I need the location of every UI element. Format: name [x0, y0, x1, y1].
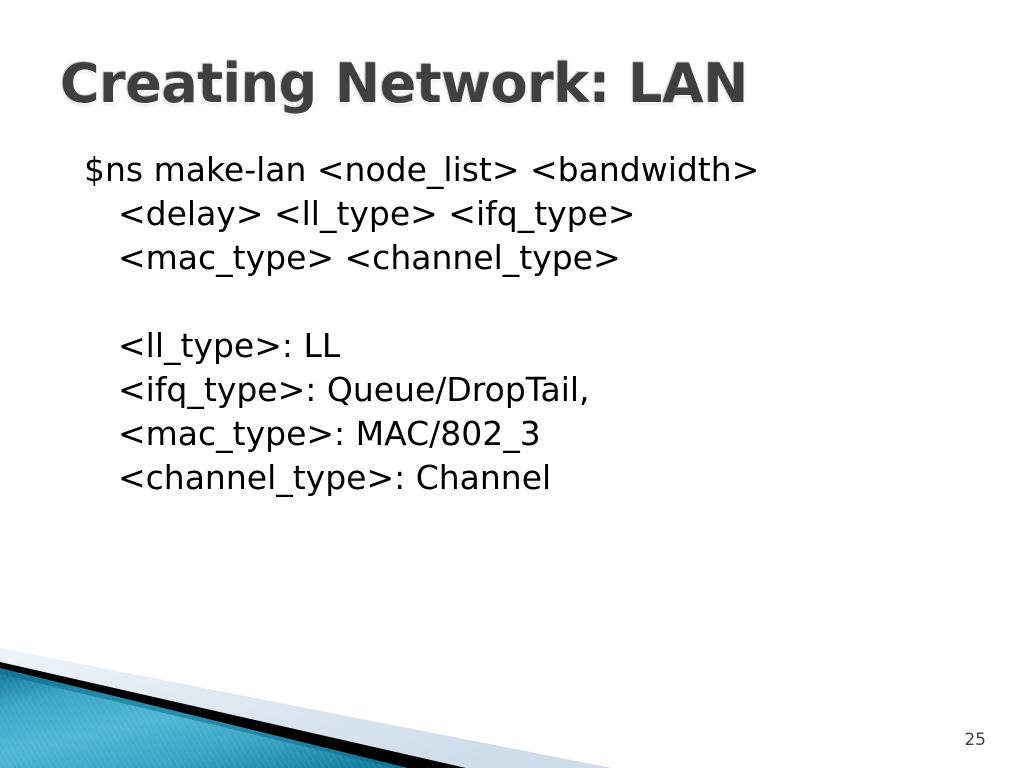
page-number: 25 — [964, 730, 986, 750]
pale-band-shape — [0, 648, 612, 768]
command-signature-paragraph: $ns make-lan <node_list> <bandwidth> <de… — [84, 148, 944, 280]
command-signature-line-3: <mac_type> <channel_type> — [118, 238, 621, 277]
teal-triangle-shape — [0, 668, 408, 768]
list-item: <ifq_type>: Queue/DropTail, — [118, 370, 590, 409]
list-item: <mac_type>: MAC/802_3 — [118, 414, 541, 453]
page-title: Creating Network: LAN — [60, 52, 749, 115]
black-band-shape — [0, 662, 466, 768]
teal-edge-shade — [0, 668, 408, 768]
paragraph-spacer — [84, 280, 944, 324]
list-item: <ll_type>: LL — [118, 326, 341, 365]
teal-triangle-texture — [0, 668, 408, 768]
slide-body: $ns make-lan <node_list> <bandwidth> <de… — [84, 148, 944, 500]
command-signature-line-1: $ns make-lan <node_list> <bandwidth> — [84, 150, 760, 189]
list-item: <channel_type>: Channel — [118, 458, 552, 497]
command-signature-line-2: <delay> <ll_type> <ifq_type> — [118, 194, 636, 233]
corner-ribbon-decoration — [0, 638, 640, 768]
parameter-definitions-list: <ll_type>: LL <ifq_type>: Queue/DropTail… — [84, 324, 944, 500]
